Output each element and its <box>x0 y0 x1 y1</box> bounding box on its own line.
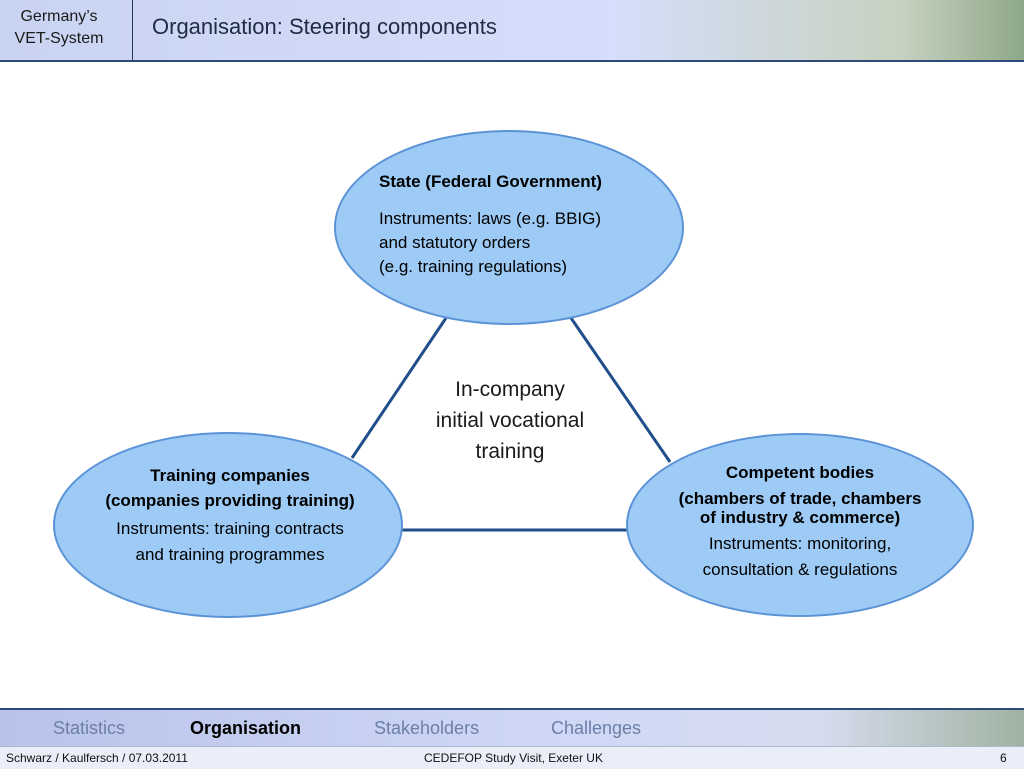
companies-title-2: (companies providing training) <box>105 491 355 510</box>
section-nav-bar: Statistics Organisation Stakeholders Cha… <box>0 708 1024 748</box>
state-line-1: Instruments: laws (e.g. BBIG) <box>379 209 602 228</box>
nav-item-stakeholders[interactable]: Stakeholders <box>374 718 480 738</box>
bodies-line-1: Instruments: monitoring, <box>708 534 892 553</box>
state-line-2: and statutory orders <box>379 233 531 252</box>
bodies-title-2: (chambers of trade, chambers <box>678 489 922 508</box>
footer-page-number: 6 <box>1000 751 1007 765</box>
companies-ellipse <box>53 432 403 618</box>
connector-top-right <box>569 317 672 463</box>
slide-title: Organisation: Steering components <box>152 14 497 39</box>
center-label: In-company initial vocational training <box>400 374 620 467</box>
bodies-ellipse <box>626 433 974 617</box>
slide-header: Germany’s VET-System Organisation: Steer… <box>0 0 1024 62</box>
footer-event: CEDEFOP Study Visit, Exeter UK <box>424 751 603 765</box>
companies-line-1: Instruments: training contracts <box>116 519 344 538</box>
nav-item-challenges[interactable]: Challenges <box>551 718 642 738</box>
bodies-title-1: Competent bodies <box>725 463 875 482</box>
state-ellipse <box>334 130 684 325</box>
connector-top-left <box>350 317 448 459</box>
center-line-3: training <box>475 440 545 463</box>
state-line-3: (e.g. training regulations) <box>379 257 568 276</box>
center-line-2: initial vocational <box>435 409 585 432</box>
center-line-1: In-company <box>455 378 565 401</box>
header-logo-box: Germany’s VET-System <box>0 0 133 60</box>
slide-footer: Schwarz / Kaulfersch / 07.03.2011 CEDEFO… <box>0 746 1024 769</box>
footer-author-date: Schwarz / Kaulfersch / 07.03.2011 <box>6 751 188 765</box>
logo-line-1: Germany’s <box>20 8 98 25</box>
header-logo-text: Germany’s VET-System <box>0 6 118 50</box>
companies-title-1: Training companies <box>150 466 310 485</box>
companies-line-2: and training programmes <box>135 545 325 564</box>
state-title: State (Federal Government) <box>379 172 602 191</box>
nav-item-organisation[interactable]: Organisation <box>190 718 302 738</box>
nav-item-statistics[interactable]: Statistics <box>53 718 126 738</box>
logo-line-2: VET-System <box>14 30 104 47</box>
bodies-title-3: of industry & commerce) <box>699 508 901 527</box>
bodies-line-2: consultation & regulations <box>702 560 898 579</box>
